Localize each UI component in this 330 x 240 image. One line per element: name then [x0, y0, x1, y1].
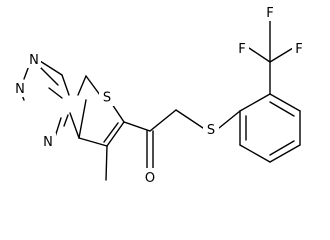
fluorine-right: F	[292, 40, 306, 57]
benzene-ring	[239, 93, 301, 163]
ring-sulfur: S	[99, 88, 115, 106]
bond	[269, 144, 301, 163]
ketone-linker	[123, 109, 241, 169]
triazole-nitrogen-top: N	[27, 52, 41, 68]
bond	[103, 122, 119, 143]
bond	[248, 47, 271, 63]
bond	[39, 60, 63, 76]
bond	[239, 144, 271, 163]
fluorine-top-label: F	[266, 6, 273, 21]
bond	[239, 93, 271, 112]
triazole-ring	[19, 60, 80, 139]
fluorine-right-label: F	[295, 42, 302, 57]
bond	[48, 87, 63, 99]
trifluoromethyl-group	[248, 18, 294, 95]
bond	[111, 103, 125, 123]
bond	[269, 101, 295, 117]
bond	[78, 137, 108, 147]
bond	[63, 114, 69, 127]
carbonyl-oxygen-label: O	[145, 171, 155, 186]
thiazole-ring	[77, 75, 125, 147]
bond	[61, 74, 70, 96]
bond	[85, 75, 101, 96]
fluorine-left: F	[235, 40, 249, 57]
bond	[149, 109, 177, 132]
bond	[37, 64, 59, 86]
fluorine-left-label: F	[238, 42, 245, 57]
bond	[269, 47, 294, 63]
thioether-sulfur: S	[203, 121, 219, 139]
bond	[77, 75, 87, 96]
methyl-bond	[105, 145, 108, 181]
bond	[106, 121, 125, 147]
bond	[269, 140, 295, 156]
bond	[123, 121, 151, 132]
bridgehead-nitrogen: N	[40, 133, 56, 151]
bridgehead-nitrogen-label: N	[43, 135, 53, 150]
atom-labels: S N N N O S F F	[12, 4, 306, 186]
ring-sulfur-label: S	[103, 91, 111, 106]
chemical-structure: S N N N O S F F	[12, 4, 306, 186]
carbonyl-oxygen: O	[142, 168, 158, 186]
triazole-nitrogen-top-label: N	[29, 53, 39, 68]
bond	[78, 99, 87, 139]
thioether-sulfur-label: S	[207, 123, 215, 138]
fluorine-top: F	[263, 4, 277, 21]
bond	[175, 109, 204, 129]
triazole-nitrogen-mid: N	[12, 80, 28, 97]
bond	[269, 93, 301, 112]
bond	[218, 110, 241, 129]
bond	[69, 112, 80, 139]
triazole-nitrogen-mid-label: N	[15, 82, 25, 97]
